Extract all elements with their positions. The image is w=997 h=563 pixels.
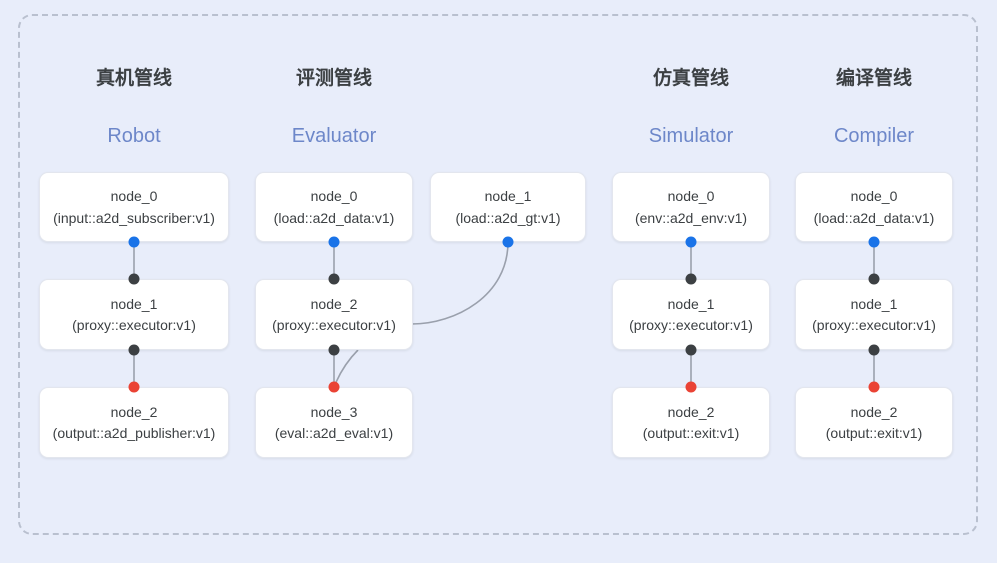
- node-name: node_0: [667, 188, 715, 205]
- port-output-robot-0[interactable]: [128, 236, 140, 248]
- column-title-simulator: 仿真管线: [652, 68, 729, 89]
- node-spec: (eval::a2d_eval:v1): [274, 425, 394, 441]
- port-input-robot-1[interactable]: [128, 273, 140, 285]
- port-output-evaluator-gt[interactable]: [502, 236, 514, 248]
- port-output-robot-1[interactable]: [128, 344, 140, 356]
- node-robot-2[interactable]: node_2 (output::a2d_publisher:v1): [39, 387, 229, 458]
- node-name: node_1: [110, 295, 158, 312]
- node-evaluator-2[interactable]: node_2 (proxy::executor:v1): [255, 279, 413, 350]
- port-input-simulator-1[interactable]: [685, 273, 697, 285]
- node-name: node_3: [310, 403, 358, 420]
- node-spec: (proxy::executor:v1): [629, 317, 753, 333]
- node-name: node_1: [667, 295, 715, 312]
- column-subtitle-robot: Robot: [107, 125, 161, 147]
- port-output-simulator-1[interactable]: [685, 344, 697, 356]
- node-name: node_2: [110, 403, 158, 420]
- node-name: node_2: [667, 403, 715, 420]
- node-spec: (proxy::executor:v1): [812, 317, 936, 333]
- node-spec: (output::exit:v1): [825, 425, 923, 441]
- node-robot-1[interactable]: node_1 (proxy::executor:v1): [39, 279, 229, 350]
- node-spec: (input::a2d_subscriber:v1): [53, 209, 215, 226]
- node-compiler-2[interactable]: node_2 (output::exit:v1): [795, 387, 953, 458]
- node-name: node_0: [310, 188, 358, 205]
- node-spec: (load::a2d_data:v1): [813, 209, 935, 226]
- column-title-robot: 真机管线: [95, 68, 172, 89]
- port-input-evaluator-2[interactable]: [328, 273, 340, 285]
- port-input-compiler-1[interactable]: [868, 273, 880, 285]
- node-spec: (output::a2d_publisher:v1): [52, 425, 216, 441]
- column-subtitle-evaluator: Evaluator: [291, 125, 377, 147]
- column-subtitle-simulator: Simulator: [648, 125, 734, 147]
- node-name: node_0: [850, 188, 898, 205]
- column-subtitle-compiler: Compiler: [833, 125, 915, 147]
- node-spec: (env::a2d_env:v1): [634, 209, 748, 226]
- node-spec: (output::exit:v1): [642, 425, 740, 441]
- node-name: node_2: [310, 295, 358, 312]
- column-title-compiler: 编译管线: [835, 68, 912, 89]
- node-spec: (load::a2d_data:v1): [273, 209, 395, 226]
- port-output-simulator-0[interactable]: [685, 236, 697, 248]
- node-spec: (load::a2d_gt:v1): [455, 209, 561, 226]
- node-name: node_1: [850, 295, 898, 312]
- port-output-compiler-1[interactable]: [868, 344, 880, 356]
- node-simulator-1[interactable]: node_1 (proxy::executor:v1): [612, 279, 770, 350]
- port-output-evaluator-0[interactable]: [328, 236, 340, 248]
- node-compiler-1[interactable]: node_1 (proxy::executor:v1): [795, 279, 953, 350]
- node-evaluator-gt[interactable]: node_1 (load::a2d_gt:v1): [430, 172, 586, 242]
- port-input-evaluator-3[interactable]: [328, 381, 340, 393]
- node-name: node_1: [484, 188, 532, 205]
- node-spec: (proxy::executor:v1): [272, 317, 396, 333]
- node-name: node_0: [110, 188, 158, 205]
- port-input-simulator-2[interactable]: [685, 381, 697, 393]
- node-compiler-0[interactable]: node_0 (load::a2d_data:v1): [795, 172, 953, 242]
- column-title-evaluator: 评测管线: [295, 68, 372, 89]
- node-name: node_2: [850, 403, 898, 420]
- node-spec: (proxy::executor:v1): [72, 317, 196, 333]
- port-input-robot-2[interactable]: [128, 381, 140, 393]
- node-simulator-2[interactable]: node_2 (output::exit:v1): [612, 387, 770, 458]
- port-output-evaluator-2[interactable]: [328, 344, 340, 356]
- port-output-compiler-0[interactable]: [868, 236, 880, 248]
- port-input-compiler-2[interactable]: [868, 381, 880, 393]
- node-evaluator-3[interactable]: node_3 (eval::a2d_eval:v1): [255, 387, 413, 458]
- node-simulator-0[interactable]: node_0 (env::a2d_env:v1): [612, 172, 770, 242]
- node-robot-0[interactable]: node_0 (input::a2d_subscriber:v1): [39, 172, 229, 242]
- node-evaluator-0[interactable]: node_0 (load::a2d_data:v1): [255, 172, 413, 242]
